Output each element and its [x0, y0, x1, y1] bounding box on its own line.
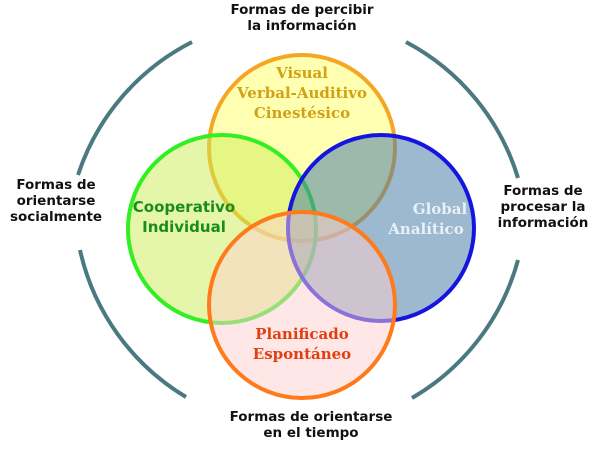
- circle-time-label: Planificado Espontáneo: [253, 324, 351, 364]
- outer-label-processing-line-1: Formas de: [503, 183, 583, 199]
- circle-processing-label: Global Analítico: [385, 199, 467, 239]
- circle-social-label: Cooperativo Individual: [133, 197, 235, 237]
- circle-processing-item-2: Analítico: [388, 220, 464, 238]
- circle-perception-item-1: Visual: [276, 64, 328, 82]
- circle-perception-label: Visual Verbal-Auditivo Cinestésico: [237, 63, 367, 123]
- outer-label-social-line-2: orientarse: [16, 193, 96, 209]
- circle-time-item-2: Espontáneo: [252, 345, 352, 363]
- outer-label-perception-line-2: la información: [247, 18, 357, 34]
- circle-processing-item-1: Global: [412, 200, 468, 218]
- circle-time: [207, 210, 397, 400]
- outer-label-time: Formas de orientarse en el tiempo: [230, 409, 393, 441]
- outer-ring-arc-top-right: [405, 40, 520, 179]
- outer-label-perception: Formas de percibir la información: [230, 2, 373, 34]
- outer-label-social-line-1: Formas de: [16, 177, 96, 193]
- outer-label-processing-line-3: información: [497, 215, 589, 231]
- circle-perception-item-3: Cinestésico: [253, 104, 351, 122]
- outer-label-processing-line-2: procesar la: [500, 199, 586, 215]
- circle-time-item-1: Planificado: [255, 325, 349, 343]
- circle-perception-item-2: Verbal-Auditivo: [237, 84, 367, 102]
- outer-ring-arc-bottom-left: [78, 249, 188, 399]
- outer-label-social: Formas de orientarse socialmente: [10, 177, 102, 225]
- circle-social-item-2: Individual: [142, 218, 226, 236]
- outer-ring: [76, 40, 520, 400]
- outer-label-processing: Formas de procesar la información: [498, 183, 589, 231]
- outer-ring-arc-bottom-right: [410, 259, 520, 400]
- outer-label-social-line-3: socialmente: [9, 209, 103, 225]
- outer-label-perception-line-1: Formas de percibir: [230, 2, 374, 18]
- circle-social-item-1: Cooperativo: [132, 198, 236, 216]
- outer-ring-arc-top-left: [76, 40, 193, 176]
- outer-label-time-line-2: en el tiempo: [263, 425, 359, 441]
- outer-label-time-line-1: Formas de orientarse: [229, 409, 393, 425]
